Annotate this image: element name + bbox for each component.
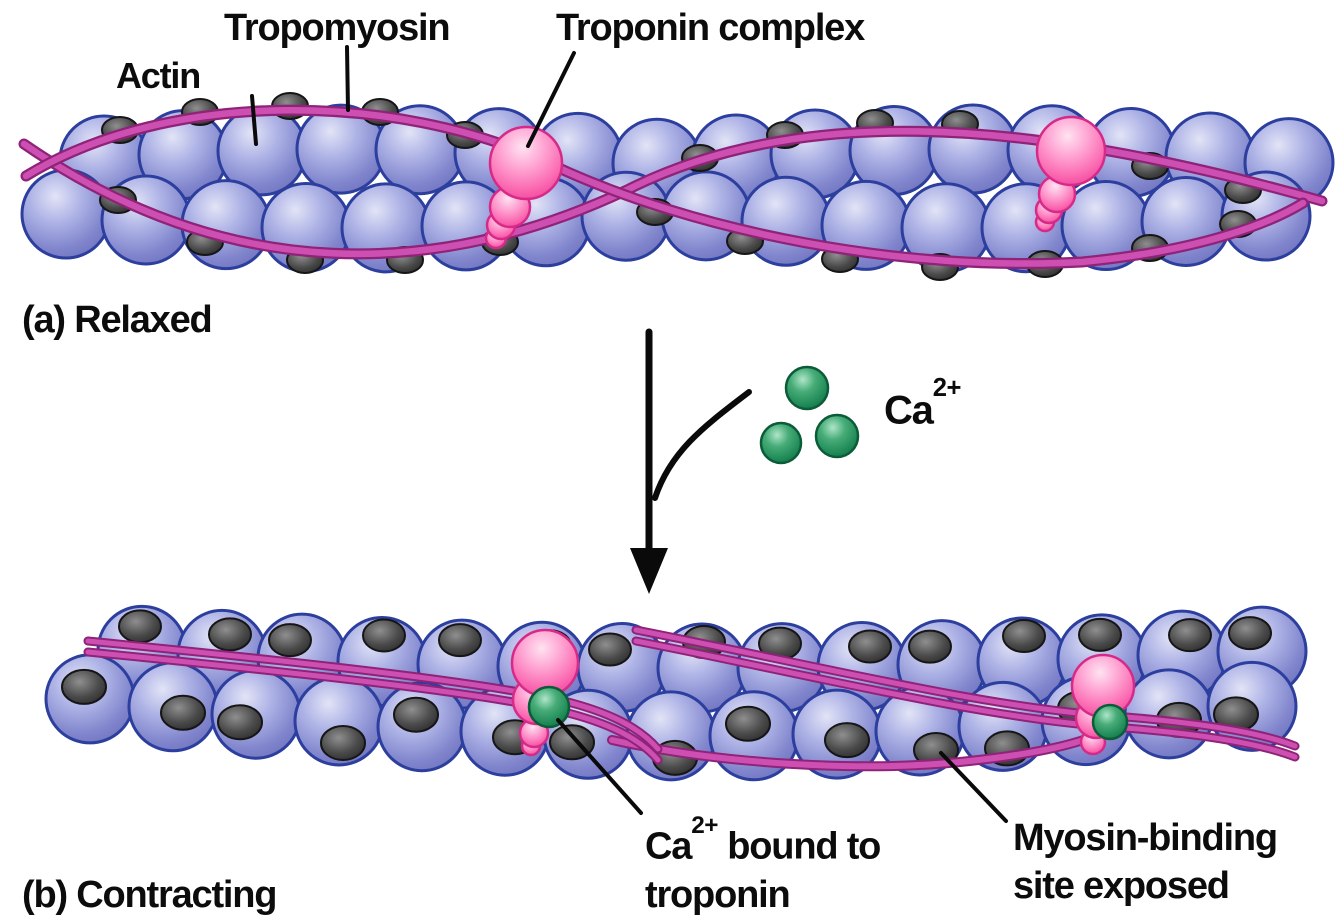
panel-b-title: Contracting: [76, 874, 277, 916]
panel-a-marker: (a): [22, 299, 66, 341]
ca-ion-label: Ca2+: [884, 374, 961, 433]
troponin-complex-label: Troponin complex: [556, 7, 865, 49]
actin-label: Actin: [116, 55, 201, 96]
panel-b-caption: (b) Contracting: [22, 872, 277, 918]
calcium-release-arrow: [630, 328, 860, 594]
panel-b-filament: [44, 604, 1308, 823]
panel-b-marker: (b): [22, 874, 68, 916]
panel-a-filament: [18, 45, 1335, 281]
ca-bound-annotation: Ca2+ bound to troponin: [645, 811, 881, 916]
tropomyosin-label: Tropomyosin: [224, 7, 451, 49]
panel-a-caption: (a) Relaxed: [22, 297, 213, 343]
calcium-ions: [759, 365, 860, 465]
panel-a-title: Relaxed: [74, 299, 213, 341]
myosin-binding-annotation: Myosin-binding site exposed: [1013, 817, 1278, 907]
